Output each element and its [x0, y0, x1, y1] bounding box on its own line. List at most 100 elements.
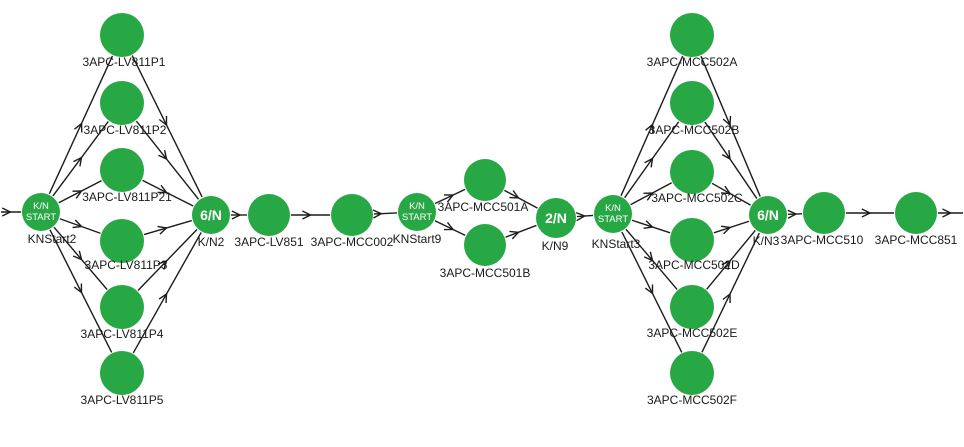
component-node-circle-p21[interactable]: [100, 148, 144, 192]
node-label-p2: 3APC-LV811P2: [84, 123, 167, 137]
node-lv851: 3APC-LV851: [234, 194, 304, 249]
component-node-circle-p1[interactable]: [100, 13, 144, 57]
edge-arrowhead: [443, 194, 455, 203]
component-node-circle-p5[interactable]: [100, 351, 144, 395]
edge-arrowhead: [722, 115, 732, 127]
edge-arrowhead: [73, 283, 83, 294]
node-label-p5: 3APC-LV811P5: [81, 393, 164, 407]
edge-arrowhead: [158, 292, 168, 304]
vote-node-circle-kn2[interactable]: [192, 196, 230, 234]
node-label-m501a: 3APC-MCC501A: [438, 200, 529, 214]
component-node-circle-e[interactable]: [670, 285, 714, 329]
node-p3: 3APC-LV811P3: [85, 219, 168, 272]
node-p21: 3APC-LV811P21: [82, 148, 172, 204]
component-node-circle-mcc851[interactable]: [895, 192, 937, 234]
vote-node-text: 6/N: [757, 207, 779, 223]
node-kn3: 6/N K/N3: [749, 196, 787, 248]
node-label-p1: 3APC-LV811P1: [83, 55, 166, 69]
start-node-circle-start9[interactable]: [398, 193, 436, 231]
component-node-circle-p4[interactable]: [100, 285, 144, 329]
vote-node-circle-kn9[interactable]: [536, 198, 576, 238]
node-label-kn2: K/N2: [198, 235, 225, 249]
edge-arrowhead: [644, 284, 654, 295]
node-d: 3APC-MCC502D: [648, 218, 740, 272]
component-node-circle-f[interactable]: [670, 351, 714, 395]
edge-arrowhead: [861, 208, 872, 218]
edge-arrowhead: [157, 225, 169, 235]
node-label-m501b: 3APC-MCC501B: [440, 266, 531, 280]
edge-arrowhead: [1, 207, 12, 217]
node-c: 3APC-MCC502C: [651, 150, 743, 205]
node-label-mcc851: 3APC-MCC851: [875, 233, 958, 247]
start-node-circle-start3[interactable]: [594, 195, 632, 233]
start-node-circle-start2[interactable]: [22, 193, 60, 231]
component-node-circle-mcc002[interactable]: [331, 194, 373, 236]
vote-node-circle-kn3[interactable]: [749, 196, 787, 234]
node-p5: 3APC-LV811P5: [81, 351, 164, 407]
edge-arrowhead: [74, 122, 83, 133]
node-m501b: 3APC-MCC501B: [440, 224, 531, 280]
component-node-circle-c[interactable]: [670, 150, 714, 194]
node-kn9: 2/NK/N9: [536, 198, 576, 253]
node-label-p4: 3APC-LV811P4: [81, 327, 164, 341]
node-mcc851: 3APC-MCC851: [875, 192, 958, 247]
component-node-circle-d[interactable]: [670, 218, 714, 262]
edge-arrowhead: [575, 211, 587, 222]
vote-node-text: 2/N: [545, 210, 567, 226]
edge-arrowhead: [787, 209, 798, 219]
node-p1: 3APC-LV811P1: [83, 13, 166, 69]
node-label-kn3: K/N3: [753, 234, 780, 248]
edge-arrowhead: [721, 150, 731, 161]
node-f: 3APC-MCC502F: [647, 351, 737, 407]
node-label-p3: 3APC-LV811P3: [85, 258, 168, 272]
edges: [1, 55, 963, 354]
component-node-circle-lv851[interactable]: [248, 194, 290, 236]
edge-arrowhead: [157, 184, 168, 194]
edge-line-mcc002-start9: [373, 212, 398, 215]
component-node-circle-mcc510[interactable]: [803, 192, 845, 234]
edge-arrowhead: [643, 220, 654, 229]
node-e: 3APC-MCC502E: [647, 285, 738, 340]
node-kn2: 6/N K/N2: [192, 196, 230, 249]
node-label-start2: KNStart2: [28, 232, 77, 246]
edge-arrowhead: [720, 225, 732, 235]
edge-arrowhead: [645, 123, 654, 134]
node-b: 3APC-MCC502B: [649, 81, 740, 137]
edge-arrowhead: [443, 221, 455, 231]
edge-line-start9-m501b: [434, 220, 466, 237]
node-mcc002: 3APC-MCC002: [311, 194, 394, 249]
node-label-mcc002: 3APC-MCC002: [311, 235, 394, 249]
node-label-e: 3APC-MCC502E: [647, 326, 738, 340]
node-label-mcc510: 3APC-MCC510: [781, 233, 864, 247]
edge-arrowhead: [158, 116, 168, 127]
edge-arrowhead: [942, 208, 953, 218]
edge-arrowhead: [231, 210, 242, 220]
component-node-circle-p2[interactable]: [100, 81, 144, 125]
edge-arrowhead: [73, 156, 83, 167]
node-label-start3: KNStart3: [592, 237, 641, 251]
edge-arrowhead: [157, 259, 168, 270]
node-mcc510: 3APC-MCC510: [781, 192, 864, 247]
edge-line-m501b-kn9: [505, 224, 537, 238]
edge-arrowhead: [72, 219, 83, 229]
component-node-circle-m501b[interactable]: [464, 224, 506, 266]
edge-arrowhead: [722, 292, 731, 304]
node-p4: 3APC-LV811P4: [81, 285, 164, 341]
node-m501a: 3APC-MCC501A: [438, 159, 529, 214]
component-node-circle-a[interactable]: [670, 13, 714, 57]
component-node-circle-m501a[interactable]: [464, 159, 506, 201]
node-label-c: 3APC-MCC502C: [651, 191, 743, 205]
component-node-circle-b[interactable]: [670, 81, 714, 125]
node-label-d: 3APC-MCC502D: [648, 258, 740, 272]
edge-arrowhead: [509, 230, 520, 240]
node-label-b: 3APC-MCC502B: [649, 123, 740, 137]
component-node-circle-p3[interactable]: [100, 219, 144, 263]
vote-node-text: 6/N: [200, 207, 222, 223]
edge-line-m501a-kn9: [504, 189, 538, 209]
